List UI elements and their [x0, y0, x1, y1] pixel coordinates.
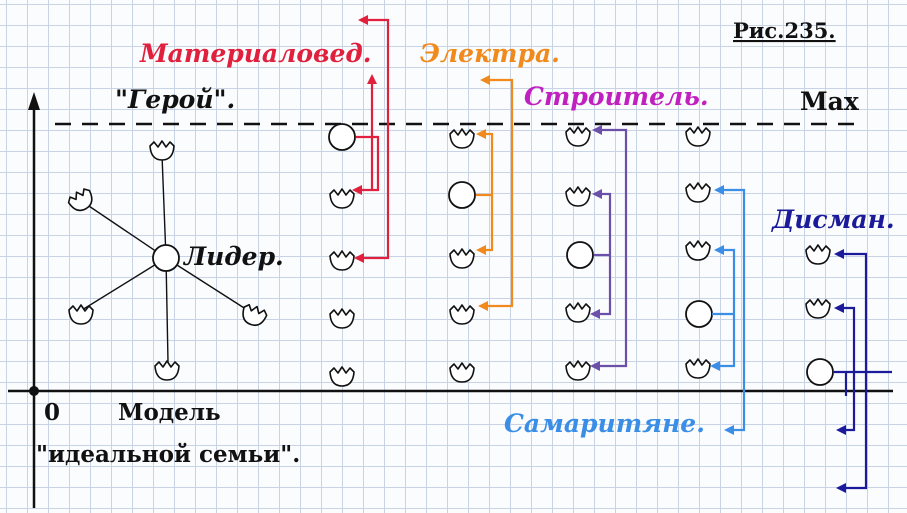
group-label-samaritane: Самаритяне.	[504, 409, 705, 438]
bracket-materialoved	[356, 18, 390, 260]
y-axis-arrow-icon	[28, 92, 40, 110]
bracket-elektra	[476, 78, 514, 308]
col5-cup	[805, 298, 831, 319]
star-cup-left-lower	[68, 304, 94, 325]
group-label-disman: Дисман.	[771, 205, 895, 234]
col1-cup	[329, 250, 355, 271]
col3-circle	[566, 241, 594, 269]
bracket-disman	[834, 252, 892, 490]
col1-cup	[329, 308, 355, 329]
col1-circle	[328, 123, 356, 151]
caption-line2: "идеальной семьи".	[36, 441, 300, 468]
bracket-samaritane	[712, 188, 746, 432]
star-cup-top	[149, 140, 175, 161]
bracket-stroitel-arrows	[590, 125, 602, 371]
col4-cup	[685, 358, 711, 379]
col2-cup	[449, 362, 475, 383]
figure-label: Рис.235.	[733, 18, 836, 43]
leader-label: Лидер.	[182, 242, 284, 271]
col4-cup	[685, 182, 711, 203]
col2-cup	[449, 248, 475, 269]
bracket-samaritane-arrows	[710, 185, 734, 435]
bracket-disman-arrows	[834, 249, 846, 493]
col3-cup	[565, 186, 591, 207]
col3-cup	[565, 360, 591, 381]
col3-cup	[565, 302, 591, 323]
bracket-elektra-arrows	[476, 75, 490, 311]
max-label: Max	[800, 87, 860, 116]
col4-cup	[685, 240, 711, 261]
caption-line1: Модель	[118, 399, 221, 426]
leader-star	[79, 154, 253, 363]
origin-dot	[29, 386, 39, 396]
star-cup-bottom	[154, 360, 180, 381]
col3-cup	[565, 126, 591, 147]
col5-circle	[806, 358, 834, 386]
col2-cup	[449, 304, 475, 325]
col1-cup	[329, 366, 355, 387]
bracket-stroitel	[594, 128, 628, 368]
col2-cup	[449, 128, 475, 149]
col4-circle	[685, 300, 713, 328]
group-label-elektra: Электра.	[420, 39, 560, 68]
bracket-materialoved-arrows	[352, 15, 377, 263]
group-label-stroitel: Строитель.	[524, 82, 709, 111]
col2-circle	[448, 181, 476, 209]
group-label-materialoved: Материаловед.	[139, 39, 371, 68]
col5-cup	[805, 244, 831, 265]
origin-zero-label: 0	[44, 399, 60, 426]
hero-label: "Герой".	[115, 85, 235, 114]
star-cup-right-lower	[238, 301, 270, 330]
star-cup-left-upper	[65, 185, 98, 216]
col1-cup	[329, 188, 355, 209]
col4-cup	[685, 126, 711, 147]
leader-circle	[152, 244, 180, 272]
